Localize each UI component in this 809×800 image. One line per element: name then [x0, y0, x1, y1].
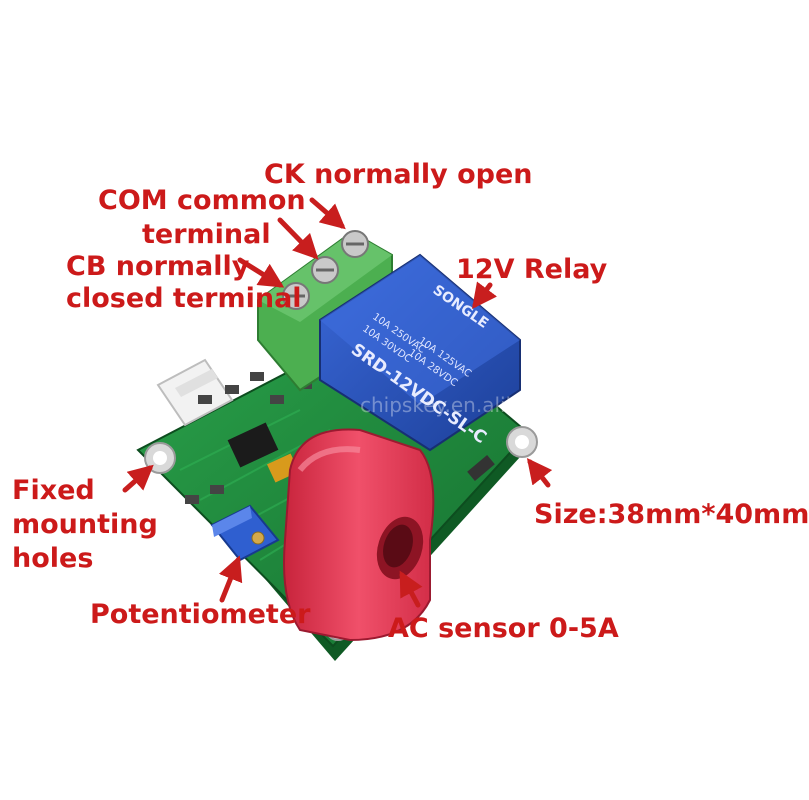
label-cb-normally-closed-line2: closed terminal	[66, 283, 302, 314]
label-size: Size:38mm*40mm	[534, 499, 809, 530]
connector-header	[156, 358, 234, 427]
arrow-ck	[309, 197, 346, 230]
label-com-common-line2: terminal	[142, 219, 271, 250]
arrow-relay	[472, 281, 497, 309]
watermark: chipskey.en.alibaba.com	[360, 393, 605, 417]
arrow-holes	[122, 464, 154, 493]
arrow-cb	[237, 257, 285, 288]
label-fixed-holes-line3: holes	[12, 543, 94, 574]
label-ac-sensor: AC sensor 0-5A	[388, 613, 619, 644]
label-fixed-holes-line1: Fixed	[12, 475, 95, 506]
label-fixed-holes-line2: mounting	[12, 509, 158, 540]
label-ck-normally-open: CK normally open	[264, 159, 533, 190]
mounting-hole-right	[506, 426, 538, 458]
potentiometer	[210, 504, 280, 562]
arrow-size	[526, 458, 553, 488]
arrow-ac-sensor	[399, 570, 423, 608]
arrow-potentiometer	[218, 555, 243, 603]
label-relay: 12V Relay	[456, 254, 608, 285]
arrow-com	[277, 217, 319, 260]
current-transformer	[283, 428, 435, 642]
label-com-common-line1: COM common	[98, 185, 306, 216]
relay: SONGLE SRD-12VDC-SL-C 10A 250VAC 10A 30V…	[319, 253, 521, 452]
label-potentiometer: Potentiometer	[90, 599, 311, 630]
label-cb-normally-closed-line1: CB normally	[66, 251, 250, 282]
arrows	[122, 197, 553, 608]
